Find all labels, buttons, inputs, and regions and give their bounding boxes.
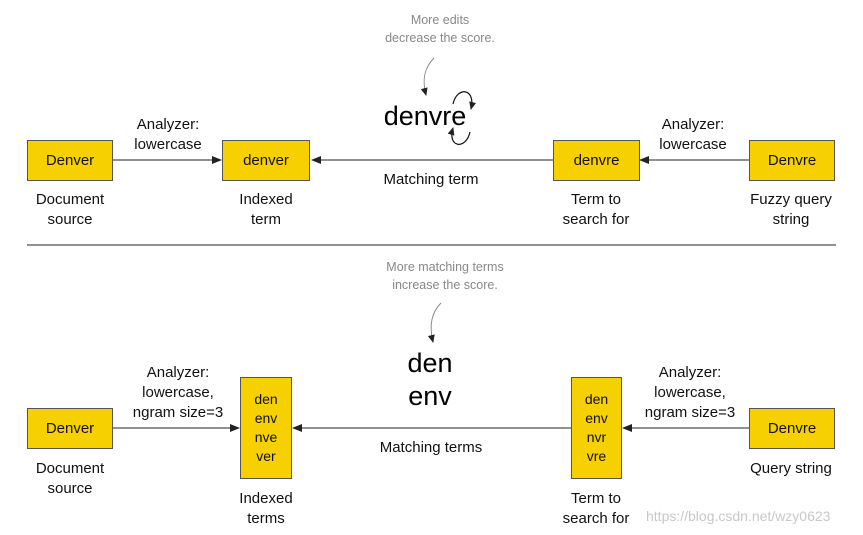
top-term-caption-line1: Term to <box>570 191 621 208</box>
bottom-term-caption: Term to search for <box>536 489 656 529</box>
bottom-note-line2: increase the score. <box>392 278 498 292</box>
top-right-analyzer-line2: lowercase <box>659 136 727 153</box>
bottom-document-caption: Document source <box>10 459 130 499</box>
bottom-matching-label: Matching terms <box>379 439 483 456</box>
bottom-big-line2: env <box>408 381 452 411</box>
top-note-line1: More edits <box>410 13 470 27</box>
top-query-caption: Fuzzy query string <box>731 190 851 230</box>
top-note-line2: decrease the score. <box>385 31 495 45</box>
top-document-caption-line2: source <box>47 211 93 228</box>
top-query-box: Denvre <box>749 140 835 181</box>
bottom-right-analyzer-line3: ngram size=3 <box>644 404 736 421</box>
bottom-term-caption-line1: Term to <box>570 490 621 507</box>
bottom-indexed-caption-line1: Indexed <box>239 490 293 507</box>
swap-arrow-bottom <box>447 127 471 145</box>
top-indexed-caption: Indexed term <box>206 190 326 230</box>
bottom-callout-note: More matching terms increase the score. <box>360 258 530 294</box>
bottom-document-caption-line2: source <box>47 480 93 497</box>
top-left-analyzer-label: Analyzer: lowercase <box>108 115 228 155</box>
bottom-left-analyzer-label: Analyzer: lowercase, ngram size=3 <box>118 363 238 423</box>
bottom-matching-ngrams: den env <box>380 347 480 413</box>
bottom-term-caption-line2: search for <box>562 510 630 527</box>
term-ngram: den <box>584 391 609 407</box>
top-query-caption-line2: string <box>772 211 810 228</box>
top-term-caption-line2: search for <box>562 211 630 228</box>
indexed-ngram: den <box>254 391 278 407</box>
bottom-document-caption-line1: Document <box>35 460 105 477</box>
bottom-query-caption: Query string <box>750 460 832 477</box>
top-fuzzy-term: denvre <box>383 101 467 131</box>
bottom-right-analyzer-label: Analyzer: lowercase, ngram size=3 <box>630 363 750 423</box>
top-left-analyzer-line1: Analyzer: <box>136 116 200 133</box>
indexed-ngram: nve <box>254 429 278 445</box>
top-term-caption: Term to search for <box>536 190 656 230</box>
top-document-caption-line1: Document <box>35 191 105 208</box>
indexed-ngram: env <box>254 410 278 426</box>
bottom-indexed-ngrams-box: den env nve ver <box>240 377 292 479</box>
bottom-note-line1: More matching terms <box>386 260 504 274</box>
top-left-analyzer-line2: lowercase <box>134 136 202 153</box>
bottom-left-analyzer-line3: ngram size=3 <box>132 404 224 421</box>
top-document-box: Denver <box>27 140 113 181</box>
bottom-right-analyzer-line1: Analyzer: <box>658 364 722 381</box>
bottom-left-analyzer-line2: lowercase, <box>142 384 214 401</box>
bottom-callout-pointer <box>427 302 442 343</box>
watermark-text: https://blog.csdn.net/wzy0623 <box>646 508 831 524</box>
top-callout-pointer <box>420 57 435 96</box>
bottom-right-analyzer-line2: lowercase, <box>654 384 726 401</box>
top-indexed-caption-line2: term <box>251 211 281 228</box>
bottom-indexed-caption-line2: terms <box>247 510 285 527</box>
top-right-analyzer-line1: Analyzer: <box>661 116 725 133</box>
term-ngram: env <box>585 410 608 426</box>
bottom-query-box: Denvre <box>749 408 835 449</box>
term-ngram: nvr <box>586 429 607 445</box>
swap-arrow-top <box>452 91 477 110</box>
bottom-document-box: Denver <box>27 408 113 449</box>
indexed-ngram: ver <box>256 448 276 464</box>
top-indexed-box: denver <box>222 140 310 181</box>
top-document-caption: Document source <box>10 190 130 230</box>
bottom-big-line1: den <box>407 348 453 378</box>
bottom-term-ngrams-box: den env nvr vre <box>571 377 622 479</box>
top-right-analyzer-label: Analyzer: lowercase <box>633 115 753 155</box>
top-matching-label: Matching term <box>383 171 479 188</box>
top-indexed-caption-line1: Indexed <box>239 191 293 208</box>
top-callout-note: More edits decrease the score. <box>360 11 520 47</box>
top-query-caption-line1: Fuzzy query <box>750 191 832 208</box>
bottom-indexed-caption: Indexed terms <box>206 489 326 529</box>
term-ngram: vre <box>586 448 607 464</box>
top-term-box: denvre <box>553 140 640 181</box>
bottom-left-analyzer-line1: Analyzer: <box>146 364 210 381</box>
